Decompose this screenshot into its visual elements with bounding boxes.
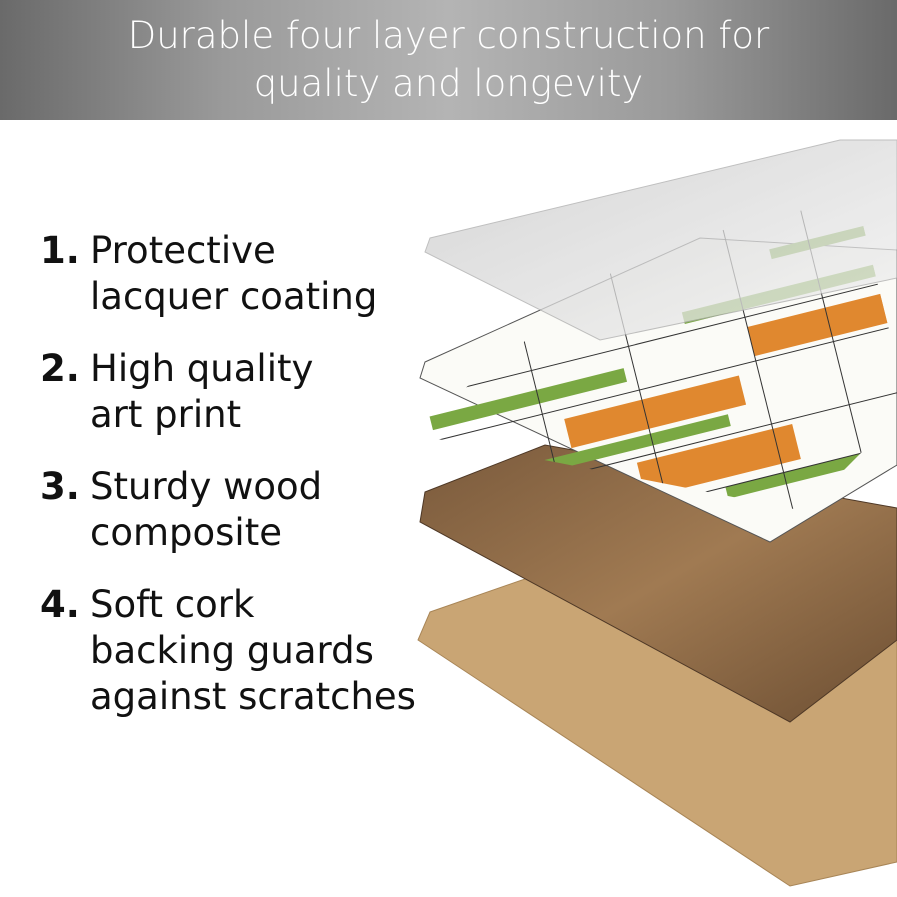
layer-list: 1. Protective lacquer coating 2. High qu… [40,228,416,746]
layer-text: Protective lacquer coating [90,229,378,318]
header-banner: Durable four layer construction for qual… [0,0,897,120]
layer-number: 1. [40,229,80,272]
layer-item-1: 1. Protective lacquer coating [40,228,416,320]
layer-text: Soft cork backing guards against scratch… [90,583,416,718]
header-title: Durable four layer construction for qual… [127,14,770,105]
layer-number: 3. [40,465,80,508]
layer-text: High quality art print [90,347,314,436]
layer-text: Sturdy wood composite [90,465,323,554]
lacquer-layer [424,139,897,341]
layer-item-4: 4. Soft cork backing guards against scra… [40,582,416,720]
layer-number: 4. [40,583,80,626]
layer-number: 2. [40,347,80,390]
layer-item-2: 2. High quality art print [40,346,416,438]
layer-item-3: 3. Sturdy wood composite [40,464,416,556]
